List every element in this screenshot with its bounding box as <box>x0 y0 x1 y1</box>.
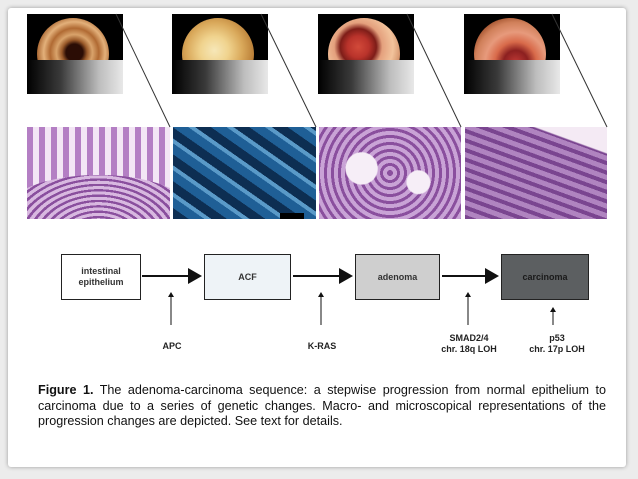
histology-normal-image <box>27 127 170 219</box>
histology-acf-image <box>173 127 316 219</box>
stage-box-intestinal-epithelium: intestinal epithelium <box>61 254 141 300</box>
endoscopy-adenoma-image <box>318 14 414 94</box>
gene-label-p53: p53 chr. 17p LOH <box>529 333 585 354</box>
stage-box-acf: ACF <box>204 254 291 300</box>
histology-carcinoma-image <box>465 127 607 219</box>
connector-line <box>115 13 171 128</box>
gene-label-smad: SMAD2/4 chr. 18q LOH <box>441 333 497 354</box>
caption-lead: Figure 1. <box>38 383 94 397</box>
connector-line <box>406 13 462 128</box>
stage-box-adenoma: adenoma <box>355 254 440 300</box>
endoscopy-carcinoma-image <box>464 14 560 94</box>
connector-line <box>260 13 317 128</box>
connector-line <box>551 13 608 128</box>
stage-box-carcinoma: carcinoma <box>501 254 589 300</box>
figure-caption: Figure 1. The adenoma-carcinoma sequence… <box>38 383 606 430</box>
gene-label-k-ras: K-RAS <box>307 341 337 351</box>
connector-lines <box>115 13 608 128</box>
histology-adenoma-image <box>319 127 461 219</box>
caption-text: The adenoma-carcinoma sequence: a stepwi… <box>38 383 607 428</box>
endoscopy-acf-image <box>172 14 268 94</box>
endoscopy-normal-image <box>27 14 123 94</box>
gene-label-apc: APC <box>162 341 182 351</box>
